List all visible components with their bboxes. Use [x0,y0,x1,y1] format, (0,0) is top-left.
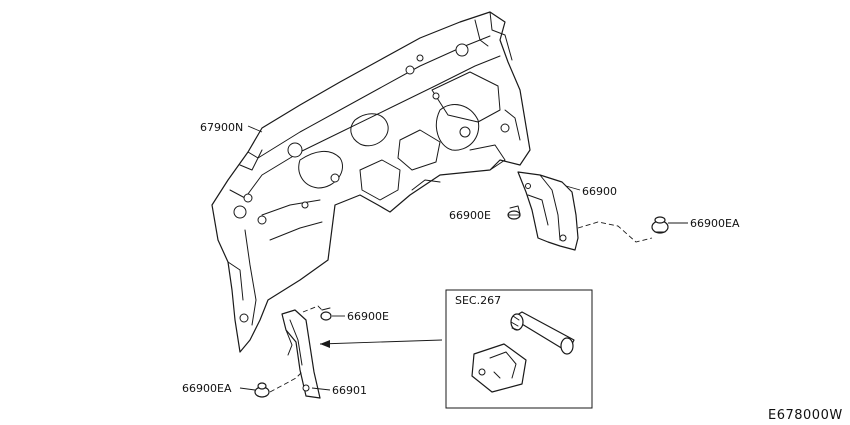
clip-66900e-left-part [320,307,332,321]
section-267-label: SEC.267 [455,294,501,307]
label-insulator: 67900N [200,121,243,134]
dash-insulator-part [211,11,531,353]
clip-66900ea-right-part [651,216,669,234]
label-clip-66900e-left: 66900E [347,310,389,323]
label-side-insulator-right: 66900 [582,185,617,198]
label-clip-66900e-right: 66900E [449,209,491,222]
clip-66900ea-left-part [254,382,270,398]
side-insulator-right-part [517,171,579,251]
label-side-insulator-left: 66901 [332,384,367,397]
side-insulator-left-part [281,309,321,399]
label-clip-66900ea-right: 66900EA [690,217,740,230]
label-clip-66900ea-left: 66900EA [182,382,232,395]
section-267-part [471,311,575,393]
diagram-code: E678000W [768,408,843,423]
clip-66900e-right-part [507,205,521,220]
section-267-box [445,289,593,409]
